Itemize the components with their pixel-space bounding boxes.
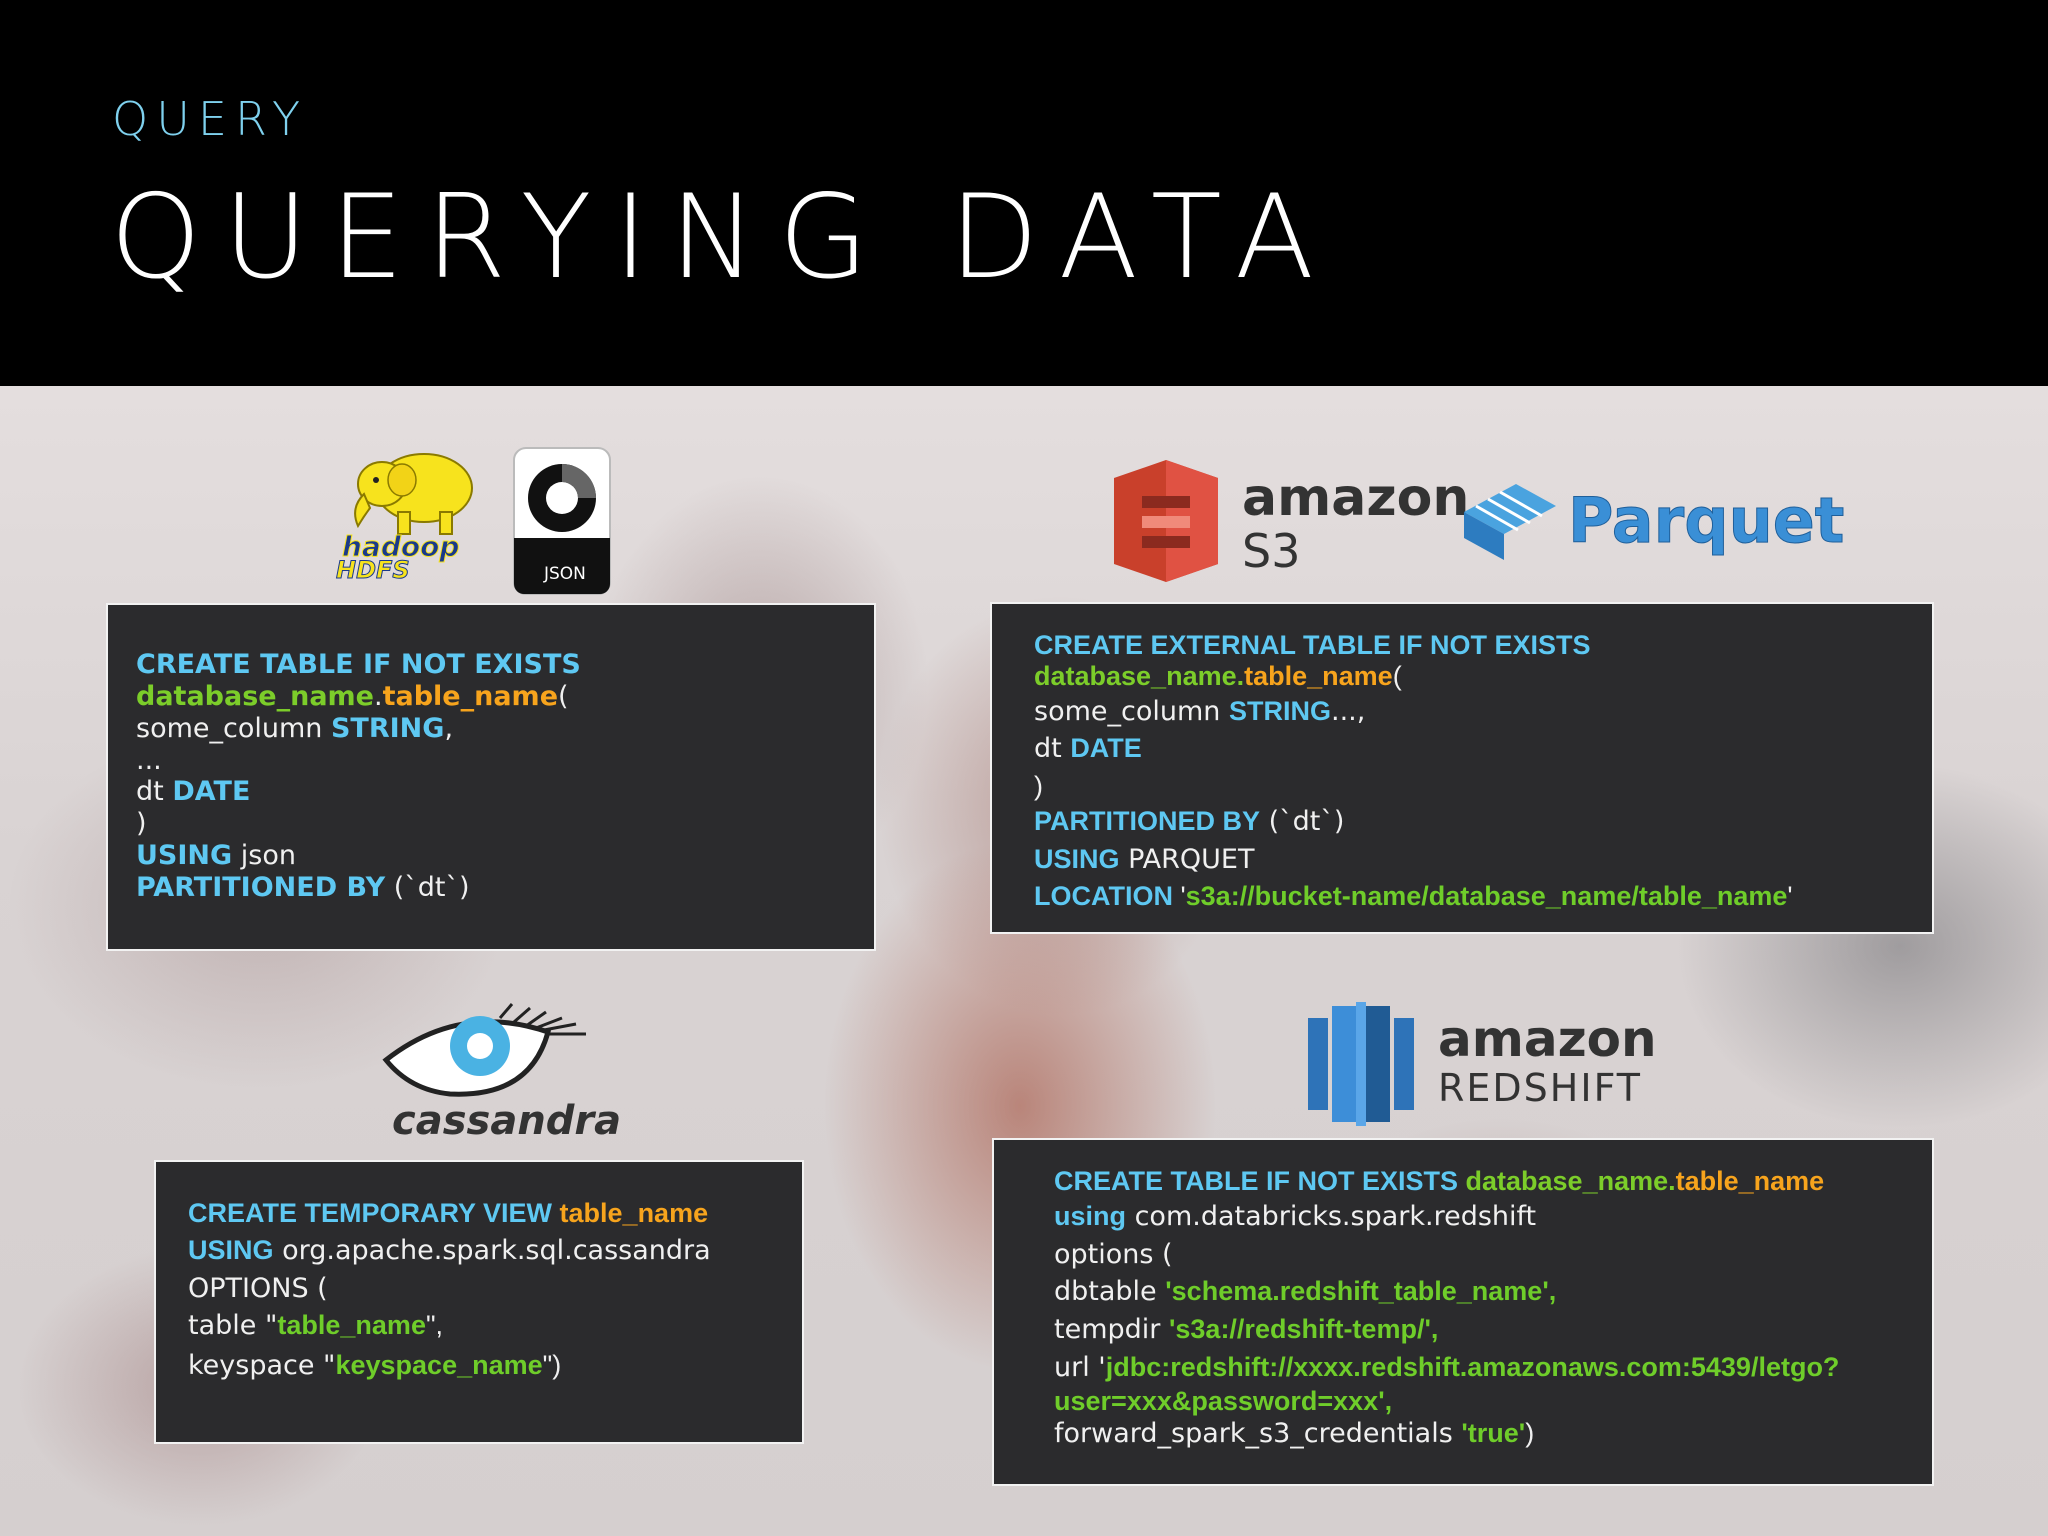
- code-line: PARTITIONED BY (`dt`): [1034, 805, 1345, 837]
- code-line: PARTITIONED BY (`dt`): [136, 872, 470, 904]
- cassandra-eye-icon: [382, 1003, 586, 1097]
- code-line: tempdir 's3a://redshift-temp/',: [1054, 1314, 1439, 1346]
- json-logo: JSON: [512, 446, 612, 596]
- code-line: forward_spark_s3_credentials 'true'): [1054, 1418, 1535, 1450]
- code-block-cassandra: CREATE TEMPORARY VIEW table_name USING o…: [154, 1160, 804, 1444]
- s3-wordmark: S3: [1242, 524, 1301, 578]
- code-line: ...: [136, 744, 162, 776]
- code-line: user=xxx&password=xxx',: [1054, 1385, 1393, 1416]
- cassandra-logo: cassandra: [380, 998, 621, 1148]
- hdfs-wordmark: HDFS: [336, 556, 411, 585]
- code-line: CREATE TABLE IF NOT EXISTS: [136, 649, 581, 680]
- code-line: dt DATE: [136, 776, 251, 808]
- code-line: CREATE TABLE IF NOT EXISTS database_name…: [1054, 1166, 1825, 1196]
- code-block-s3-parquet: CREATE EXTERNAL TABLE IF NOT EXISTS data…: [990, 602, 1934, 934]
- code-line: database_name.table_name(: [1034, 660, 1402, 691]
- code-line: OPTIONS (: [188, 1272, 328, 1304]
- parquet-logo: Parquet: [1456, 482, 1845, 562]
- code-line: table "table_name",: [188, 1310, 444, 1342]
- code-block-hdfs-json: CREATE TABLE IF NOT EXISTS database_name…: [106, 603, 876, 951]
- code-line: database_name.table_name(: [136, 680, 569, 712]
- code-line: dt DATE: [1034, 733, 1142, 765]
- code-line: ): [1034, 771, 1043, 802]
- redshift-icon: [1308, 1002, 1414, 1126]
- code-line: dbtable 'schema.redshift_table_name',: [1054, 1276, 1557, 1308]
- redshift-wordmark: REDSHIFT: [1438, 1066, 1642, 1110]
- code-line: some_column STRING,: [136, 712, 454, 744]
- slide-header: QUERY QUERYING DATA: [0, 0, 2048, 386]
- slide-content: hadoop HDFS JSON CREATE TABLE IF NOT EXI…: [0, 386, 2048, 1536]
- code-line: options (: [1054, 1238, 1173, 1270]
- code-line: USING org.apache.spark.sql.cassandra: [188, 1234, 711, 1266]
- parquet-wordmark: Parquet: [1567, 484, 1845, 558]
- code-line: CREATE EXTERNAL TABLE IF NOT EXISTS: [1034, 630, 1591, 660]
- code-line: url 'jdbc:redshift://xxxx.redshift.amazo…: [1054, 1351, 1840, 1383]
- amazon-wordmark: amazon: [1438, 1010, 1657, 1068]
- slide-title: QUERYING DATA: [110, 170, 1337, 305]
- code-line: keyspace "keyspace_name"): [188, 1350, 562, 1382]
- hadoop-elephant-icon: [354, 453, 473, 535]
- code-line: USING json: [136, 840, 296, 872]
- parquet-icon: [1464, 484, 1556, 560]
- code-line: using com.databricks.spark.redshift: [1054, 1200, 1537, 1232]
- cassandra-wordmark: cassandra: [392, 1098, 622, 1144]
- code-line: some_column STRING...,: [1034, 695, 1366, 727]
- code-block-redshift: CREATE TABLE IF NOT EXISTS database_name…: [992, 1138, 1934, 1486]
- code-line: USING PARQUET: [1034, 843, 1255, 875]
- code-line: CREATE TEMPORARY VIEW table_name: [188, 1198, 709, 1228]
- amazon-s3-logo: amazon S3: [1108, 456, 1469, 586]
- amazon-wordmark: amazon: [1242, 468, 1470, 528]
- amazon-redshift-logo: amazon REDSHIFT: [1304, 1000, 1657, 1130]
- hadoop-hdfs-logo: hadoop HDFS: [336, 438, 486, 588]
- json-icon: [513, 447, 611, 595]
- section-kicker: QUERY: [112, 92, 309, 146]
- code-line: ): [136, 808, 147, 840]
- s3-bucket-icon: [1114, 460, 1218, 582]
- json-label: JSON: [544, 564, 586, 584]
- hadoop-wordmark: hadoop: [341, 530, 460, 564]
- code-line: LOCATION 's3a://bucket-name/database_nam…: [1034, 881, 1793, 912]
